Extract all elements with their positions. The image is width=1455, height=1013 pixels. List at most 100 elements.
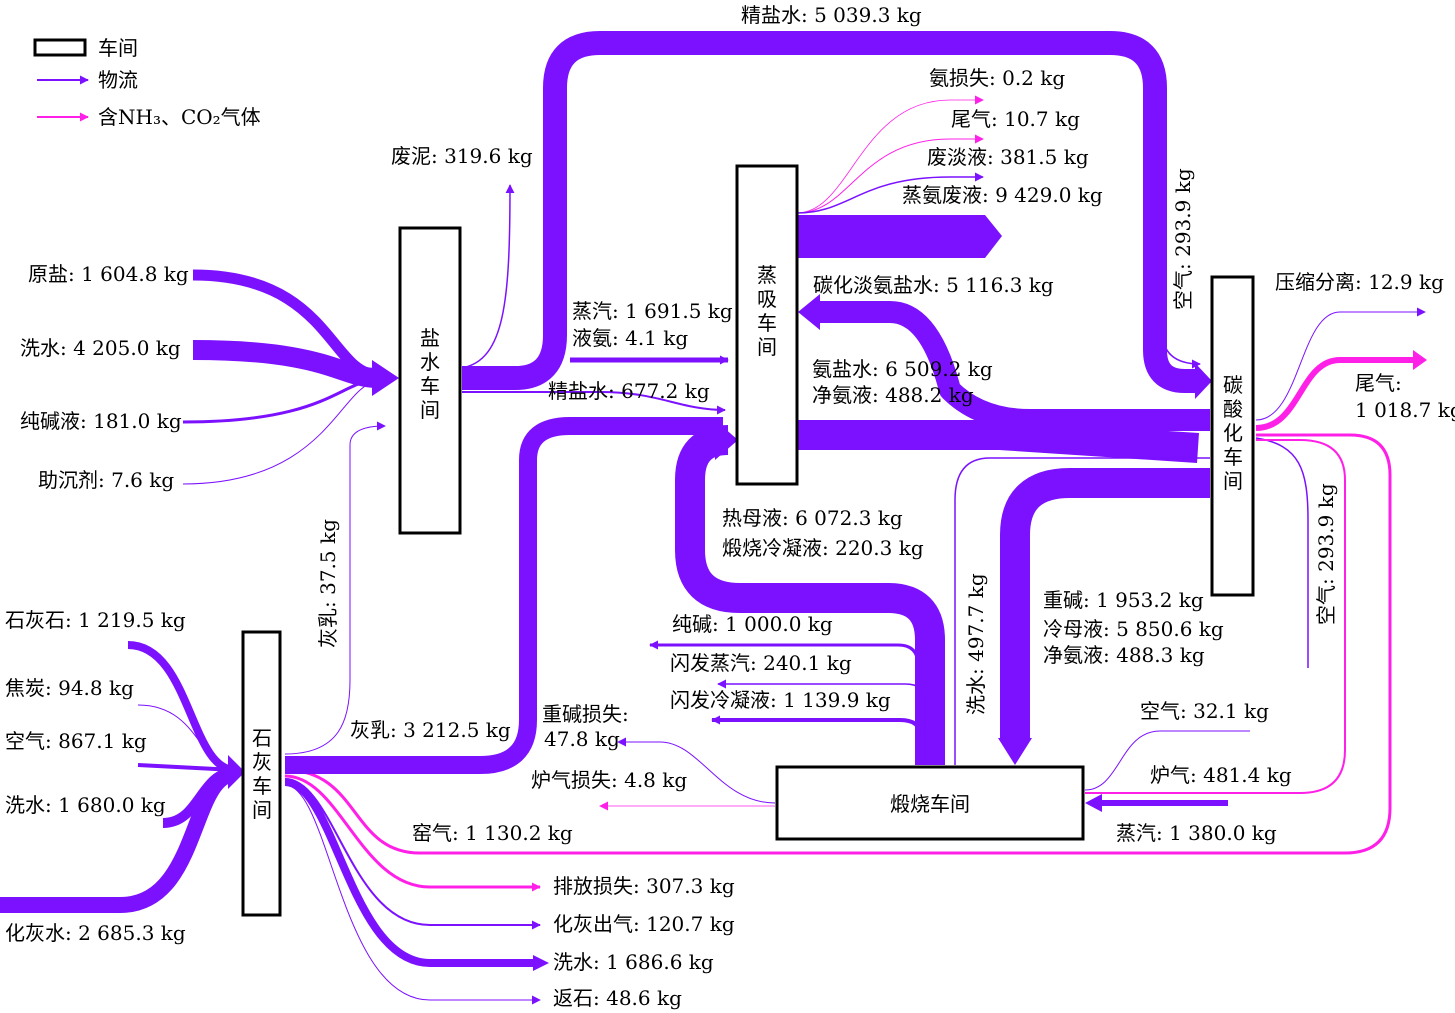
label-heavy-soda: 重碱: 1 953.2 kg (1043, 588, 1204, 612)
label-tail-gas-abs: 尾气: 10.7 kg (951, 107, 1080, 131)
label-ammonia-loss: 氨损失: 0.2 kg (929, 66, 1065, 90)
brine-workshop-label: 盐水车间 (420, 326, 440, 422)
label-cold-mother: 冷母液: 5 850.6 kg (1043, 617, 1224, 641)
flow-air-lime (137, 763, 236, 772)
wash-out-arrowhead (533, 955, 549, 971)
flow-carbon-dilute (818, 301, 1210, 431)
flow-waste-mud (461, 184, 515, 369)
flow-slaking-water (0, 766, 237, 913)
flow-flash-condensate (711, 715, 922, 765)
flow-tail-gas-abs (796, 134, 984, 214)
label-furnace-gas: 炉气: 481.4 kg (1150, 763, 1292, 787)
legend-gas-label: 含NH₃、CO₂气体 (98, 105, 261, 129)
label-air-calc: 空气: 32.1 kg (1140, 699, 1269, 723)
label-returned-stone: 返石: 48.6 kg (553, 986, 682, 1010)
absorption-workshop-box (735, 164, 799, 486)
flow-emission-loss (284, 774, 541, 892)
label-slaker-gas: 化灰出气: 120.7 kg (553, 912, 735, 936)
flow-air-top (1161, 115, 1201, 369)
flow-compress-sep (1255, 307, 1426, 421)
label-distill-waste: 蒸氨废液: 9 429.0 kg (902, 183, 1103, 207)
lime-inlet-arrowhead (228, 755, 245, 789)
flow-returned-stone (284, 784, 541, 1005)
label-wash-water-calc: 洗水: 497.7 kg (964, 573, 988, 715)
label-wash-water-out: 洗水: 1 686.6 kg (553, 950, 714, 974)
absorption-inlet-arrowhead (798, 294, 820, 330)
label-soda-liquid: 纯碱液: 181.0 kg (20, 409, 182, 433)
flow-distill-waste (797, 215, 1002, 258)
label-air-top: 空气: 293.9 kg (1171, 168, 1195, 310)
label-lime-milk-big: 灰乳: 3 212.5 kg (350, 718, 511, 742)
label-carbon-dilute: 碳化淡氨盐水: 5 116.3 kg (813, 273, 1054, 297)
label-soda-ash: 纯碱: 1 000.0 kg (672, 612, 833, 636)
steam-calc-arrowhead (1085, 794, 1102, 812)
flow-wash-water-calc (954, 457, 1210, 765)
label-refined-brine-top: 精盐水: 5 039.3 kg (741, 3, 922, 27)
flow-heavy-soda (1000, 468, 1210, 740)
label-lime-milk-small: 灰乳: 37.5 kg (316, 519, 340, 648)
flow-refined-brine-top (462, 31, 1198, 393)
brine-inlet-arrowhead (372, 360, 399, 396)
legend-material-label: 物流 (98, 68, 138, 92)
lime-workshop-label: 石灰车间 (252, 726, 272, 822)
label-steam-calc: 蒸汽: 1 380.0 kg (1116, 821, 1277, 845)
label-waste-mud: 废泥: 319.6 kg (391, 144, 533, 168)
tail-gas-arrowhead (1413, 350, 1427, 370)
flow-lime-milk-big (285, 417, 723, 774)
label-coagulant: 助沉剂: 7.6 kg (38, 468, 174, 492)
flow-soda-liquid (182, 378, 379, 424)
flow-tail-gas-carb (1255, 357, 1418, 431)
label-raw-salt: 原盐: 1 604.8 kg (28, 262, 189, 286)
flow-soda-ash (649, 640, 920, 765)
legend-workshop-swatch (33, 38, 87, 57)
flow-heavy-soda-loss (617, 737, 776, 804)
flow-waste-dilute (796, 172, 984, 214)
flow-coagulant (182, 381, 379, 485)
carbonation-workshop-box (1210, 275, 1255, 597)
label-clean-ammonia-1: 净氨液: 488.2 kg (812, 383, 974, 407)
label-emission-loss: 排放损失: 307.3 kg (553, 874, 735, 898)
label-air-lime: 空气: 867.1 kg (5, 729, 147, 753)
calcination-workshop-box (775, 765, 1085, 841)
carbonation-workshop-label: 碳酸化车间 (1223, 373, 1243, 493)
flow-hot-mother (675, 425, 945, 765)
flows (0, 31, 1427, 1005)
brine-workshop-box (398, 226, 462, 535)
label-refined-brine-mid: 精盐水: 677.2 kg (548, 379, 710, 403)
label-air-right: 空气: 293.9 kg (1314, 483, 1338, 625)
carbonation-inlet-arrowhead (1195, 363, 1212, 399)
label-liquid-ammonia: 液氨: 4.1 kg (572, 326, 688, 350)
legend: 车间 物流 含NH₃、CO₂气体 (33, 36, 261, 129)
flow-ammonia-loss (796, 95, 984, 214)
lime-workshop-box (241, 630, 282, 917)
absorption-workshop-label: 蒸吸车间 (757, 263, 777, 359)
flow-air-calc (1084, 730, 1250, 791)
flow-ammonia-brine (797, 420, 1199, 463)
label-furnace-loss: 炉气损失: 4.8 kg (531, 768, 687, 792)
label-kiln-gas: 窑气: 1 130.2 kg (412, 821, 573, 845)
flow-refined-brine-mid (462, 391, 726, 415)
calcination-inlet-arrowhead (998, 738, 1032, 765)
label-tail-gas-carb-value: 1 018.7 kg (1355, 398, 1455, 422)
flow-flash-steam (717, 679, 926, 765)
flow-furnace-gas-return (1085, 439, 1346, 794)
label-heavy-soda-loss: 重碱损失: (542, 702, 629, 726)
label-ammonia-brine: 氨盐水: 6 509.2 kg (812, 357, 993, 381)
calcination-workshop-label: 煅烧车间 (890, 792, 970, 816)
label-tail-gas-carb: 尾气: (1355, 371, 1402, 395)
label-flash-condensate: 闪发冷凝液: 1 139.9 kg (670, 688, 891, 712)
flow-kiln-gas (284, 433, 1392, 855)
legend-workshop-label: 车间 (98, 36, 138, 60)
label-heavy-soda-loss-value: 47.8 kg (544, 727, 620, 751)
label-limestone: 石灰石: 1 219.5 kg (5, 608, 186, 632)
flow-labels: 原盐: 1 604.8 kg 洗水: 4 205.0 kg 纯碱液: 181.0… (5, 3, 1455, 1010)
label-waste-dilute: 废淡液: 381.5 kg (927, 145, 1089, 169)
flow-wash-water (192, 340, 379, 388)
label-slaking-water: 化灰水: 2 685.3 kg (5, 921, 186, 945)
flow-lime-milk-small (284, 421, 386, 755)
label-hot-mother: 热母液: 6 072.3 kg (722, 506, 903, 530)
label-steam-abs: 蒸汽: 1 691.5 kg (572, 299, 733, 323)
flow-coke (137, 704, 236, 771)
